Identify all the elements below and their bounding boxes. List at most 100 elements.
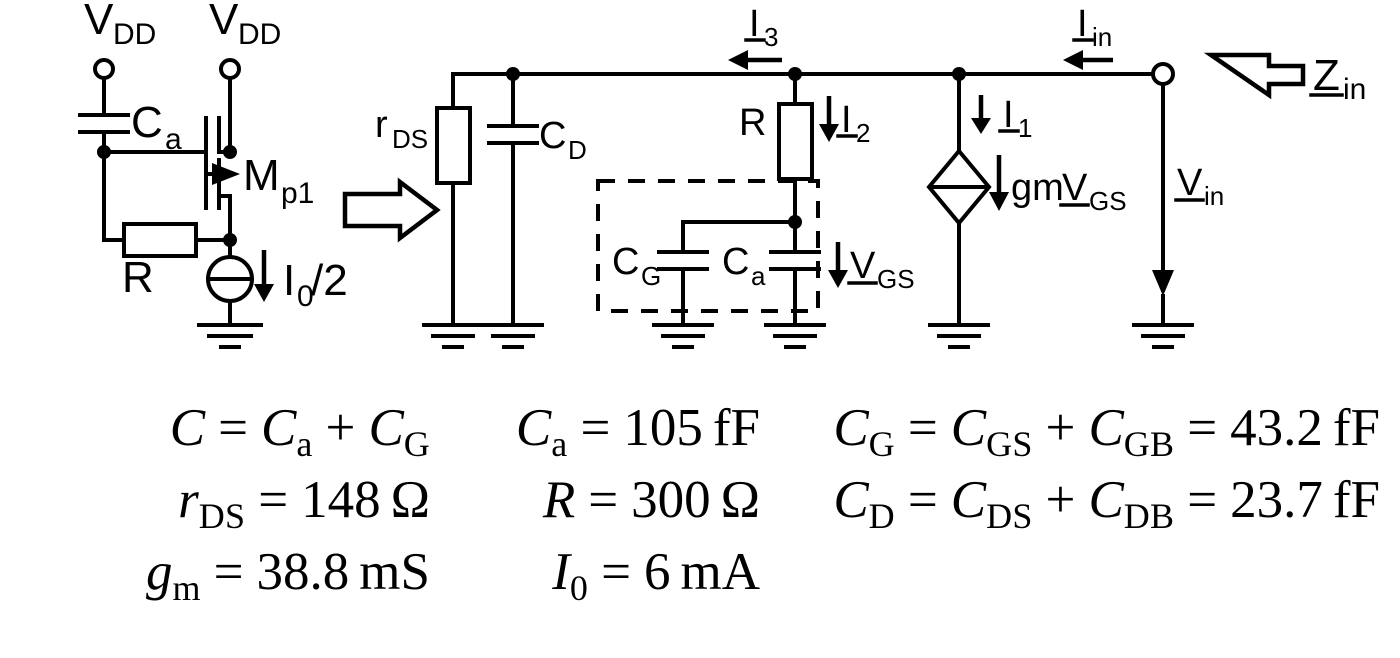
schematic-svg: V DD C a R V DD	[78, 0, 1366, 349]
cap-ca-label: C	[131, 98, 163, 147]
current-arrow-I0-head	[254, 284, 274, 302]
eq-relation: =	[218, 399, 248, 457]
impedance-Zin-label-sub: in	[1343, 73, 1366, 106]
supply-label-left-sub: DD	[113, 18, 156, 51]
eq-term-sub: a	[296, 424, 313, 464]
voltage-VGS-label-sub: GS	[877, 264, 915, 294]
current-arrow-Iin	[1063, 50, 1113, 70]
eq-term-sym: C	[1088, 471, 1124, 529]
eq-unit: Ω	[390, 471, 430, 529]
supply-terminal-right	[219, 58, 241, 80]
resistor-R2-label: R	[739, 102, 766, 144]
resistor-rds-body	[435, 106, 472, 185]
eq-relation: =	[601, 543, 631, 601]
eq-unit: fF	[1332, 471, 1380, 529]
eq-operator: +	[1045, 399, 1076, 457]
eq-lhs-sub: a	[551, 424, 568, 464]
eq-relation-2: =	[1187, 471, 1218, 529]
eq-value: 148	[301, 471, 381, 529]
eq-term-sub: DS	[986, 496, 1033, 536]
dependent-source-var-label: V	[1062, 167, 1088, 209]
cap-ca2-label: C	[722, 241, 749, 283]
eq-term-sub: DB	[1123, 496, 1175, 536]
eq-term-sym: C	[950, 471, 987, 529]
series-capacitance-dashed-box	[596, 179, 820, 313]
eq-term-sym: C	[950, 399, 987, 457]
left-circuit-group: V DD C a R V DD	[78, 0, 348, 349]
current-I3-label: I	[749, 3, 760, 45]
eq-lhs: C	[833, 399, 869, 457]
current-Iin-label-sub: in	[1092, 22, 1112, 52]
eq-lhs-sub: DS	[198, 496, 246, 536]
dependent-source-gm-label: gm	[1011, 167, 1064, 209]
eq-lhs-sub: D	[868, 496, 895, 536]
equivalence-arrow-icon	[342, 177, 441, 243]
eq-value: 38.8	[256, 543, 350, 601]
eq-term-sym: C	[1088, 399, 1124, 457]
voltage-arrow-VGS-head	[828, 270, 848, 288]
ground-symbol-left-circuit	[197, 323, 263, 349]
eq-unit: mA	[680, 543, 761, 601]
voltage-Vin-label-sub: in	[1204, 181, 1224, 211]
dependent-source-arrow-head	[989, 192, 1009, 211]
cap-cd-label-sub: D	[568, 135, 587, 165]
eq-lhs: r	[178, 471, 199, 529]
current-I1-label-sub: 1	[1018, 113, 1032, 143]
input-impedance-arrow-icon	[1203, 52, 1306, 100]
current-I1-label: I	[1003, 94, 1014, 136]
resistor-rds-label-sub: DS	[392, 124, 428, 154]
voltage-arrow-Vin-head	[1152, 270, 1174, 296]
current-I2-label: I	[841, 99, 852, 141]
current-arrow-Iin-head	[1063, 50, 1083, 70]
cap-ca2-label-sub: a	[751, 261, 766, 291]
eq-value: 6	[644, 543, 671, 601]
eq-relation: =	[213, 543, 244, 601]
current-I2-label-sub: 2	[856, 118, 870, 148]
impedance-Zin-label: Z	[1313, 51, 1340, 100]
eq-value: 105	[623, 399, 703, 457]
current-arrow-I0	[254, 250, 274, 302]
eq-relation: =	[258, 471, 289, 529]
supply-terminal-left	[93, 58, 115, 80]
eq-value: 43.2	[1230, 399, 1323, 457]
ground-symbol-cd	[482, 323, 544, 349]
eq-term-sym: C	[368, 399, 404, 457]
resistor-rds-label: r	[375, 104, 388, 146]
input-terminal-node	[1151, 62, 1175, 86]
eq-relation: =	[907, 399, 938, 457]
eq-relation-2: =	[1187, 399, 1218, 457]
mosfet-label: M	[243, 151, 280, 200]
eq-value: 300	[631, 471, 711, 529]
eq-operator: +	[325, 399, 356, 457]
ground-symbol-ca2	[764, 323, 826, 349]
current-source-label: I	[283, 256, 295, 305]
eq-term-sub: GB	[1123, 424, 1175, 464]
eq-lhs: C	[515, 399, 552, 457]
current-arrow-I2-head	[819, 124, 839, 142]
current-source-label-tail: /2	[311, 256, 348, 305]
current-arrow-I1-head	[971, 118, 991, 134]
current-arrow-I3-head	[728, 50, 748, 70]
cap-cd-label: C	[539, 115, 566, 157]
current-Iin-label: I	[1077, 3, 1088, 45]
eq-relation: =	[580, 399, 611, 457]
ground-symbol-input	[1132, 323, 1194, 349]
eq-lhs: R	[542, 471, 576, 529]
eq-unit: Ω	[720, 471, 760, 529]
supply-label-left: V	[84, 0, 114, 44]
eq-relation: =	[907, 471, 938, 529]
eq-value: 23.7	[1230, 471, 1323, 529]
eq-lhs: g	[145, 543, 173, 601]
ground-symbol-cg	[652, 323, 714, 349]
